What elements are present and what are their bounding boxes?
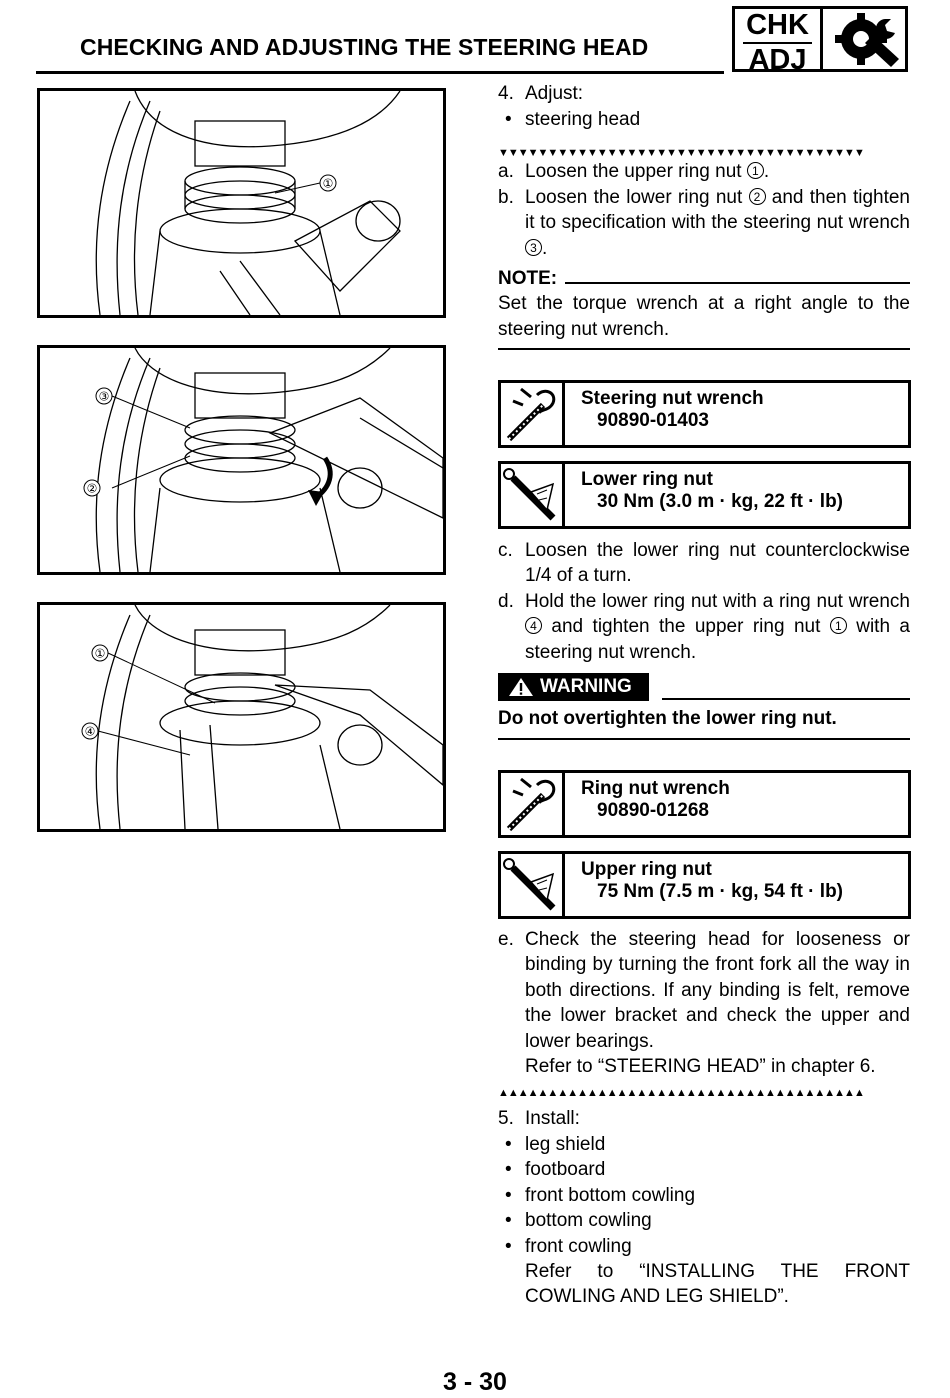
figure-tighten-upper-nut: ① ④ [37,602,446,832]
tool-value: 30 Nm (3.0 m · kg, 22 ft · lb) [597,491,843,512]
warning-end-rule [498,738,910,740]
note-end-rule [498,348,910,350]
callout-4: 4 [525,617,542,635]
step-4: 4. Adjust: [498,83,584,104]
step-c: c. Loosen the lower ring nut countercloc… [498,540,910,587]
step-a: a. Loosen the upper ring nut 1. [498,161,770,182]
chk-adj-label: CHK ADJ [735,9,823,75]
install-item: •leg shield [505,1134,606,1155]
tool-title: Upper ring nut [581,859,712,880]
callout-2: 2 [748,188,766,205]
warning-text: Do not overtighten the lower ring nut. [498,708,837,729]
tool-title: Steering nut wrench [581,388,764,409]
fig3-callout-1: ① [95,647,106,661]
tool-title: Ring nut wrench [581,778,730,799]
warning-triangle-icon [509,678,533,696]
procedure-end-markers: ▲▲▲▲▲▲▲▲▲▲▲▲▲▲▲▲▲▲▲▲▲▲▲▲▲▲▲▲▲▲▲▲▲▲▲▲▲ [498,1087,865,1099]
chk-adj-badge: CHK ADJ [732,6,908,75]
install-item: •front cowling [505,1236,632,1257]
step-4-bullet: • steering head [505,109,641,130]
step-e-refer: Refer to “STEERING HEAD” in chapter 6. [525,1056,876,1078]
step-e: e. Check the steering head for looseness… [498,927,910,1079]
torque-wrench-icon [503,464,565,526]
install-refer: Refer to “INSTALLING THE FRONT COWLING A… [525,1261,910,1308]
tool-upper-ring-nut-torque: Upper ring nut 75 Nm (7.5 m · kg, 54 ft … [498,851,911,919]
tool-value: 75 Nm (7.5 m · kg, 54 ft · lb) [597,881,843,902]
warning-rule [662,698,910,700]
wrench-gear-icon [835,13,899,67]
tool-value: 90890-01268 [597,800,709,821]
tool-lower-ring-nut-torque: Lower ring nut 30 Nm (3.0 m · kg, 22 ft … [498,461,911,529]
badge-adj: ADJ [748,44,807,76]
step-d: d. Hold the lower ring nut with a ring n… [498,591,910,663]
page-number: 3 - 30 [443,1368,507,1396]
tool-value: 90890-01403 [597,410,709,431]
tool-steering-nut-wrench: Steering nut wrench 90890-01403 [498,380,911,448]
figure-upper-ring-nut: ① [37,88,446,318]
install-item: •bottom cowling [505,1210,652,1231]
fig2-callout-2: ② [87,482,98,496]
step-5: 5. Install: [498,1108,580,1129]
ring-nut-wrench-icon [506,773,565,835]
tool-ring-nut-wrench: Ring nut wrench 90890-01268 [498,770,911,838]
install-item: •footboard [505,1159,606,1180]
badge-chk: CHK [746,9,809,41]
fig2-callout-3: ③ [99,390,110,404]
callout-3: 3 [525,238,542,256]
note-label: NOTE: [498,268,558,289]
procedure-start-markers: ▼▼▼▼▼▼▼▼▼▼▼▼▼▼▼▼▼▼▼▼▼▼▼▼▼▼▼▼▼▼▼▼▼▼▼▼▼ [498,147,865,159]
header-rule [36,71,724,74]
note-block: NOTE: Set the torque wrench at a right a… [498,266,910,342]
tool-title: Lower ring nut [581,469,713,490]
figure-lower-ring-nut: ③ ② [37,345,446,575]
warning-badge: WARNING [498,673,649,701]
callout-1: 1 [746,162,764,179]
torque-wrench-icon [503,854,565,916]
fig3-callout-4: ④ [85,725,96,739]
page-title: CHECKING AND ADJUSTING THE STEERING HEAD [80,34,649,60]
steering-nut-wrench-icon [506,383,565,445]
callout-1: 1 [829,617,847,635]
step-b: b. Loosen the lower ring nut 2 and then … [498,187,910,259]
warning-label: WARNING [540,676,632,697]
fig1-callout-1: ① [323,177,334,191]
install-item: •front bottom cowling [505,1185,696,1206]
note-text: Set the torque wrench at a right angle t… [498,293,910,340]
